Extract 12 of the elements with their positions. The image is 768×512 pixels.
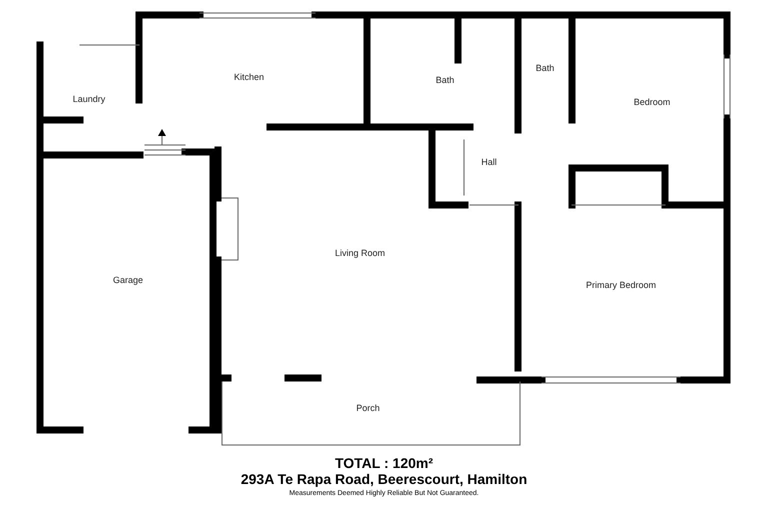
room-label: Porch <box>356 403 380 413</box>
room-label: Garage <box>112 275 144 285</box>
room-label: Laundry <box>72 94 106 104</box>
room-label: Hall <box>481 157 497 167</box>
address-text: 293A Te Rapa Road, Beerescourt, Hamilton <box>240 471 528 487</box>
room-label: Bath <box>536 63 554 73</box>
room-label: Primary Bedroom <box>586 280 656 290</box>
room-label: Living Room <box>334 248 386 258</box>
room-label: Kitchen <box>234 72 264 82</box>
room-label: Bath <box>436 75 454 85</box>
room-label: Bedroom <box>634 97 670 107</box>
area-total-heading: TOTAL : 120m² <box>334 455 434 471</box>
